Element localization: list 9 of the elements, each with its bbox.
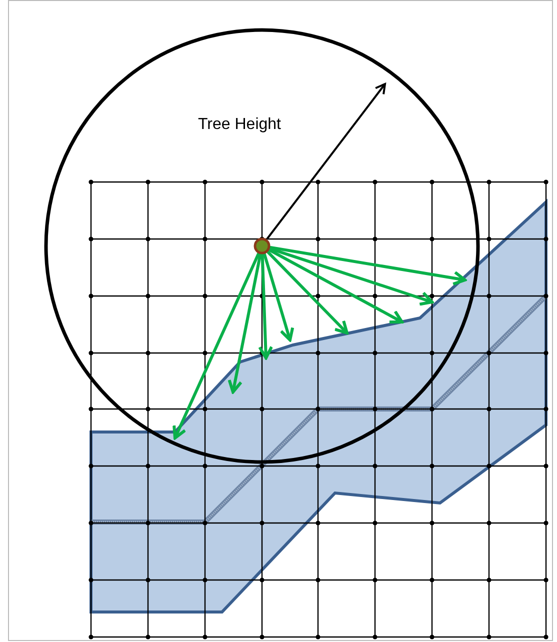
circle-label: Tree Height bbox=[198, 116, 281, 134]
arrow bbox=[268, 248, 404, 324]
arrow bbox=[266, 250, 348, 334]
arrow bbox=[172, 252, 260, 440]
arrow bbox=[262, 253, 294, 342]
arrow bbox=[228, 254, 262, 394]
arrow bbox=[269, 247, 434, 306]
arrow bbox=[270, 246, 466, 286]
arrow bbox=[258, 254, 274, 360]
